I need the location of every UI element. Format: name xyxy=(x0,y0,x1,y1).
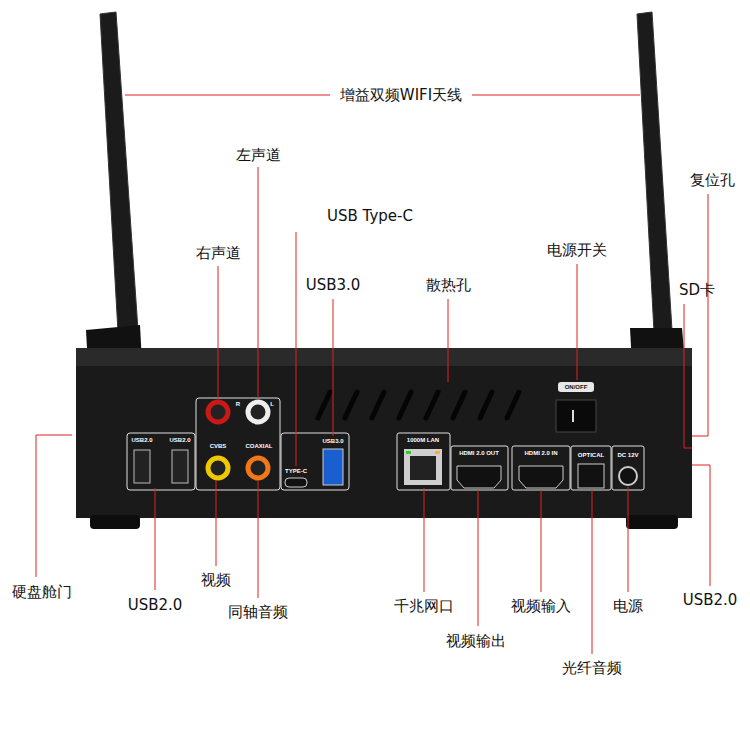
vents xyxy=(318,392,519,418)
part-label: USB3.0 xyxy=(306,277,361,294)
panel-print: R xyxy=(236,401,240,408)
part-label: 左声道 xyxy=(236,147,281,164)
part-label: 散热孔 xyxy=(426,277,471,294)
panel-print: COAXIAL xyxy=(246,443,273,450)
panel-print: USB2.0 xyxy=(169,437,190,444)
part-label: 视频输入 xyxy=(511,598,571,615)
panel-print: DC 12V xyxy=(617,452,638,459)
optical-port xyxy=(578,464,604,488)
part-label: 电源 xyxy=(613,598,643,615)
usb-port xyxy=(172,450,188,483)
part-label: 视频输出 xyxy=(446,633,506,650)
part-label: USB2.0 xyxy=(128,597,183,614)
part-label: 视频 xyxy=(201,572,231,589)
device-body xyxy=(76,348,692,518)
panel-print: CVBS xyxy=(210,443,227,450)
usb3-port xyxy=(323,449,343,485)
part-label: 硬盘舱门 xyxy=(12,584,72,601)
part-label: SD卡 xyxy=(679,282,715,299)
hdmi-out-port xyxy=(457,466,501,488)
part-label: 复位孔 xyxy=(690,172,735,189)
antenna-label: 增益双频WIFI天线 xyxy=(340,87,462,104)
power-switch xyxy=(556,400,596,432)
rca-coaxial xyxy=(248,458,268,478)
panel-print: HDMI 2.0 IN xyxy=(524,450,557,457)
port-frames xyxy=(127,398,644,490)
panel-print: TYPE-C xyxy=(285,468,307,475)
panel-print: HDMI 2.0 OUT xyxy=(459,450,499,457)
foot xyxy=(626,515,678,529)
panel-print: USB2.0 xyxy=(131,437,152,444)
typec-port xyxy=(285,478,307,487)
rca-right xyxy=(208,402,228,422)
hdmi-in-port xyxy=(519,466,563,488)
panel-print: 1000M LAN xyxy=(407,437,439,444)
foot xyxy=(90,515,140,529)
switch-plate xyxy=(558,382,594,392)
part-label: USB2.0 xyxy=(683,592,738,609)
part-label: USB Type-C xyxy=(327,208,413,225)
panel-print: USB3.0 xyxy=(322,438,343,445)
right-antenna xyxy=(637,12,672,332)
part-label: 千兆网口 xyxy=(394,598,454,615)
panel-print: OPTICAL xyxy=(578,452,604,459)
usb-port xyxy=(134,450,150,483)
panel-print: L xyxy=(270,401,274,408)
lan-port xyxy=(404,449,442,485)
left-antenna xyxy=(100,12,138,332)
dc-jack xyxy=(619,467,637,485)
leader-lines xyxy=(36,95,710,654)
device-top xyxy=(76,348,692,366)
part-label: 光纤音频 xyxy=(562,660,622,677)
part-label: 右声道 xyxy=(196,245,241,262)
part-label: 同轴音频 xyxy=(228,604,288,621)
panel-print: ON/OFF xyxy=(565,384,588,391)
rca-video xyxy=(208,458,228,478)
part-label: 电源开关 xyxy=(547,242,607,259)
rca-left xyxy=(248,402,268,422)
